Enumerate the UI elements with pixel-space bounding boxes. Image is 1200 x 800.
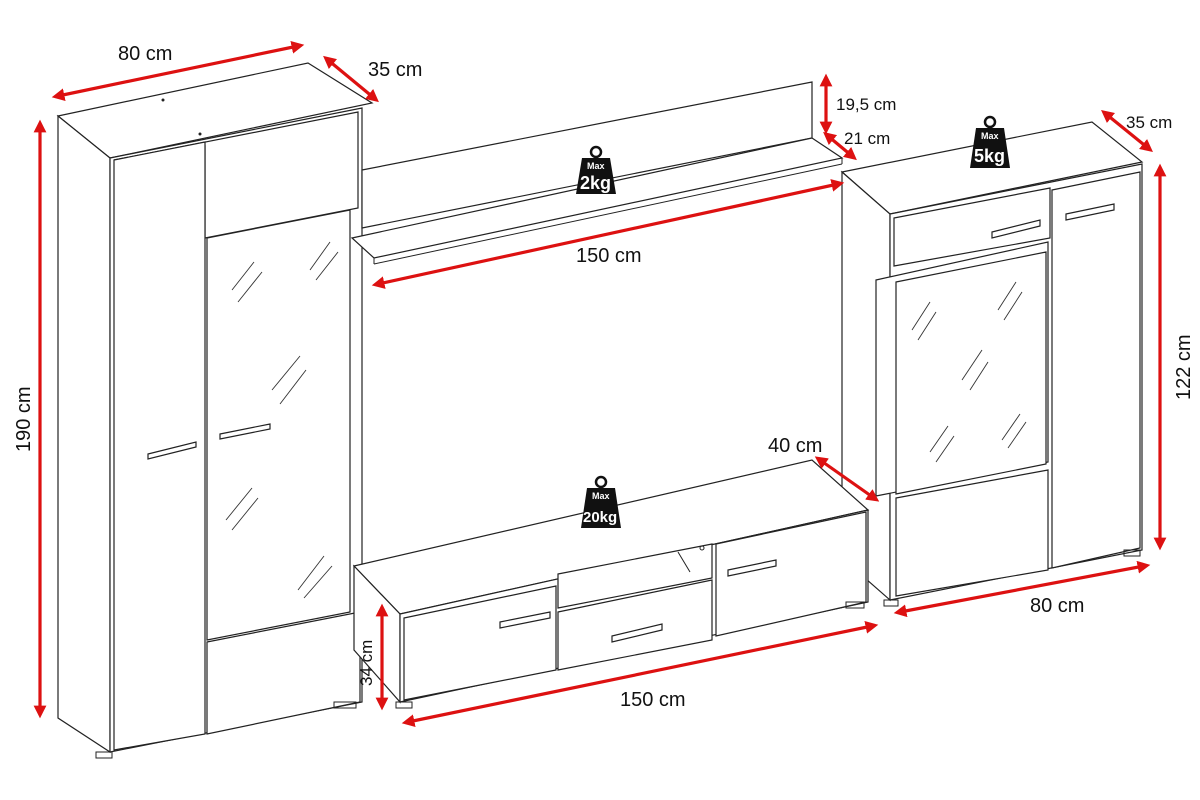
tall-cabinet — [56, 62, 374, 759]
label-tall-depth: 35 cm — [368, 59, 422, 81]
right-cabinet-glass-inner — [895, 251, 1047, 495]
weight-max-label: Max — [587, 161, 605, 171]
right-cabinet-door — [1051, 171, 1141, 569]
dim-line-right-width — [893, 560, 1151, 618]
dim-line-shelf-depth — [823, 131, 857, 161]
label-shelf-panel-height: 19,5 cm — [836, 95, 896, 114]
weight-value-right: 5kg — [974, 146, 1005, 166]
weight-icon-right-cabinet: Max 5kg — [970, 115, 1010, 168]
tv-stand-handle — [727, 559, 777, 577]
tv-stand-right-door — [715, 511, 867, 637]
label-shelf-depth: 21 cm — [844, 129, 890, 148]
label-tall-height: 190 cm — [13, 386, 35, 452]
label-tall-width: 80 cm — [118, 43, 172, 65]
weight-max-label: Max — [592, 491, 610, 501]
weight-icon-tv-stand: Max 20kg — [581, 475, 621, 528]
dim-line-shelf-width — [371, 179, 845, 289]
dim-line-tv-depth — [814, 456, 880, 502]
tall-cabinet-foot — [333, 701, 357, 709]
label-tv-height: 34 cm — [357, 640, 376, 686]
dim-line-tall-width — [51, 41, 305, 101]
right-cabinet-drawer — [893, 187, 1051, 267]
weight-value-tv: 20kg — [583, 509, 617, 526]
tall-cabinet-bottom-panel — [206, 611, 361, 735]
dim-line-tv-width — [401, 621, 879, 727]
right-cabinet — [840, 121, 1144, 607]
tall-cabinet-glass-door — [206, 209, 351, 641]
label-tv-depth: 40 cm — [768, 435, 822, 457]
label-tv-width: 150 cm — [620, 689, 686, 711]
right-cabinet-door-handle — [1065, 203, 1115, 221]
tv-stand-open-shelf — [557, 543, 713, 609]
tall-cabinet-glass-reflection — [225, 241, 339, 599]
right-cabinet-drawer-handle — [991, 219, 1041, 239]
weight-max-label: Max — [981, 131, 999, 141]
weight-icon-shelf: Max 2kg — [576, 145, 616, 194]
label-right-width: 80 cm — [1030, 595, 1084, 617]
tall-cabinet-side — [57, 114, 111, 754]
tall-cabinet-left-door — [113, 141, 206, 751]
dim-line-right-depth — [1101, 109, 1153, 153]
dim-line-tall-depth — [323, 55, 379, 103]
tall-cabinet-handle-right — [219, 423, 271, 440]
label-shelf-width: 150 cm — [576, 245, 642, 267]
tall-cabinet-foot — [95, 751, 113, 759]
weight-value-shelf: 2kg — [580, 173, 611, 193]
tall-cabinet-handle-left — [147, 441, 197, 460]
label-right-height: 122 cm — [1173, 334, 1195, 400]
label-right-depth: 35 cm — [1126, 113, 1172, 132]
right-cabinet-glass-reflection — [911, 281, 1027, 463]
